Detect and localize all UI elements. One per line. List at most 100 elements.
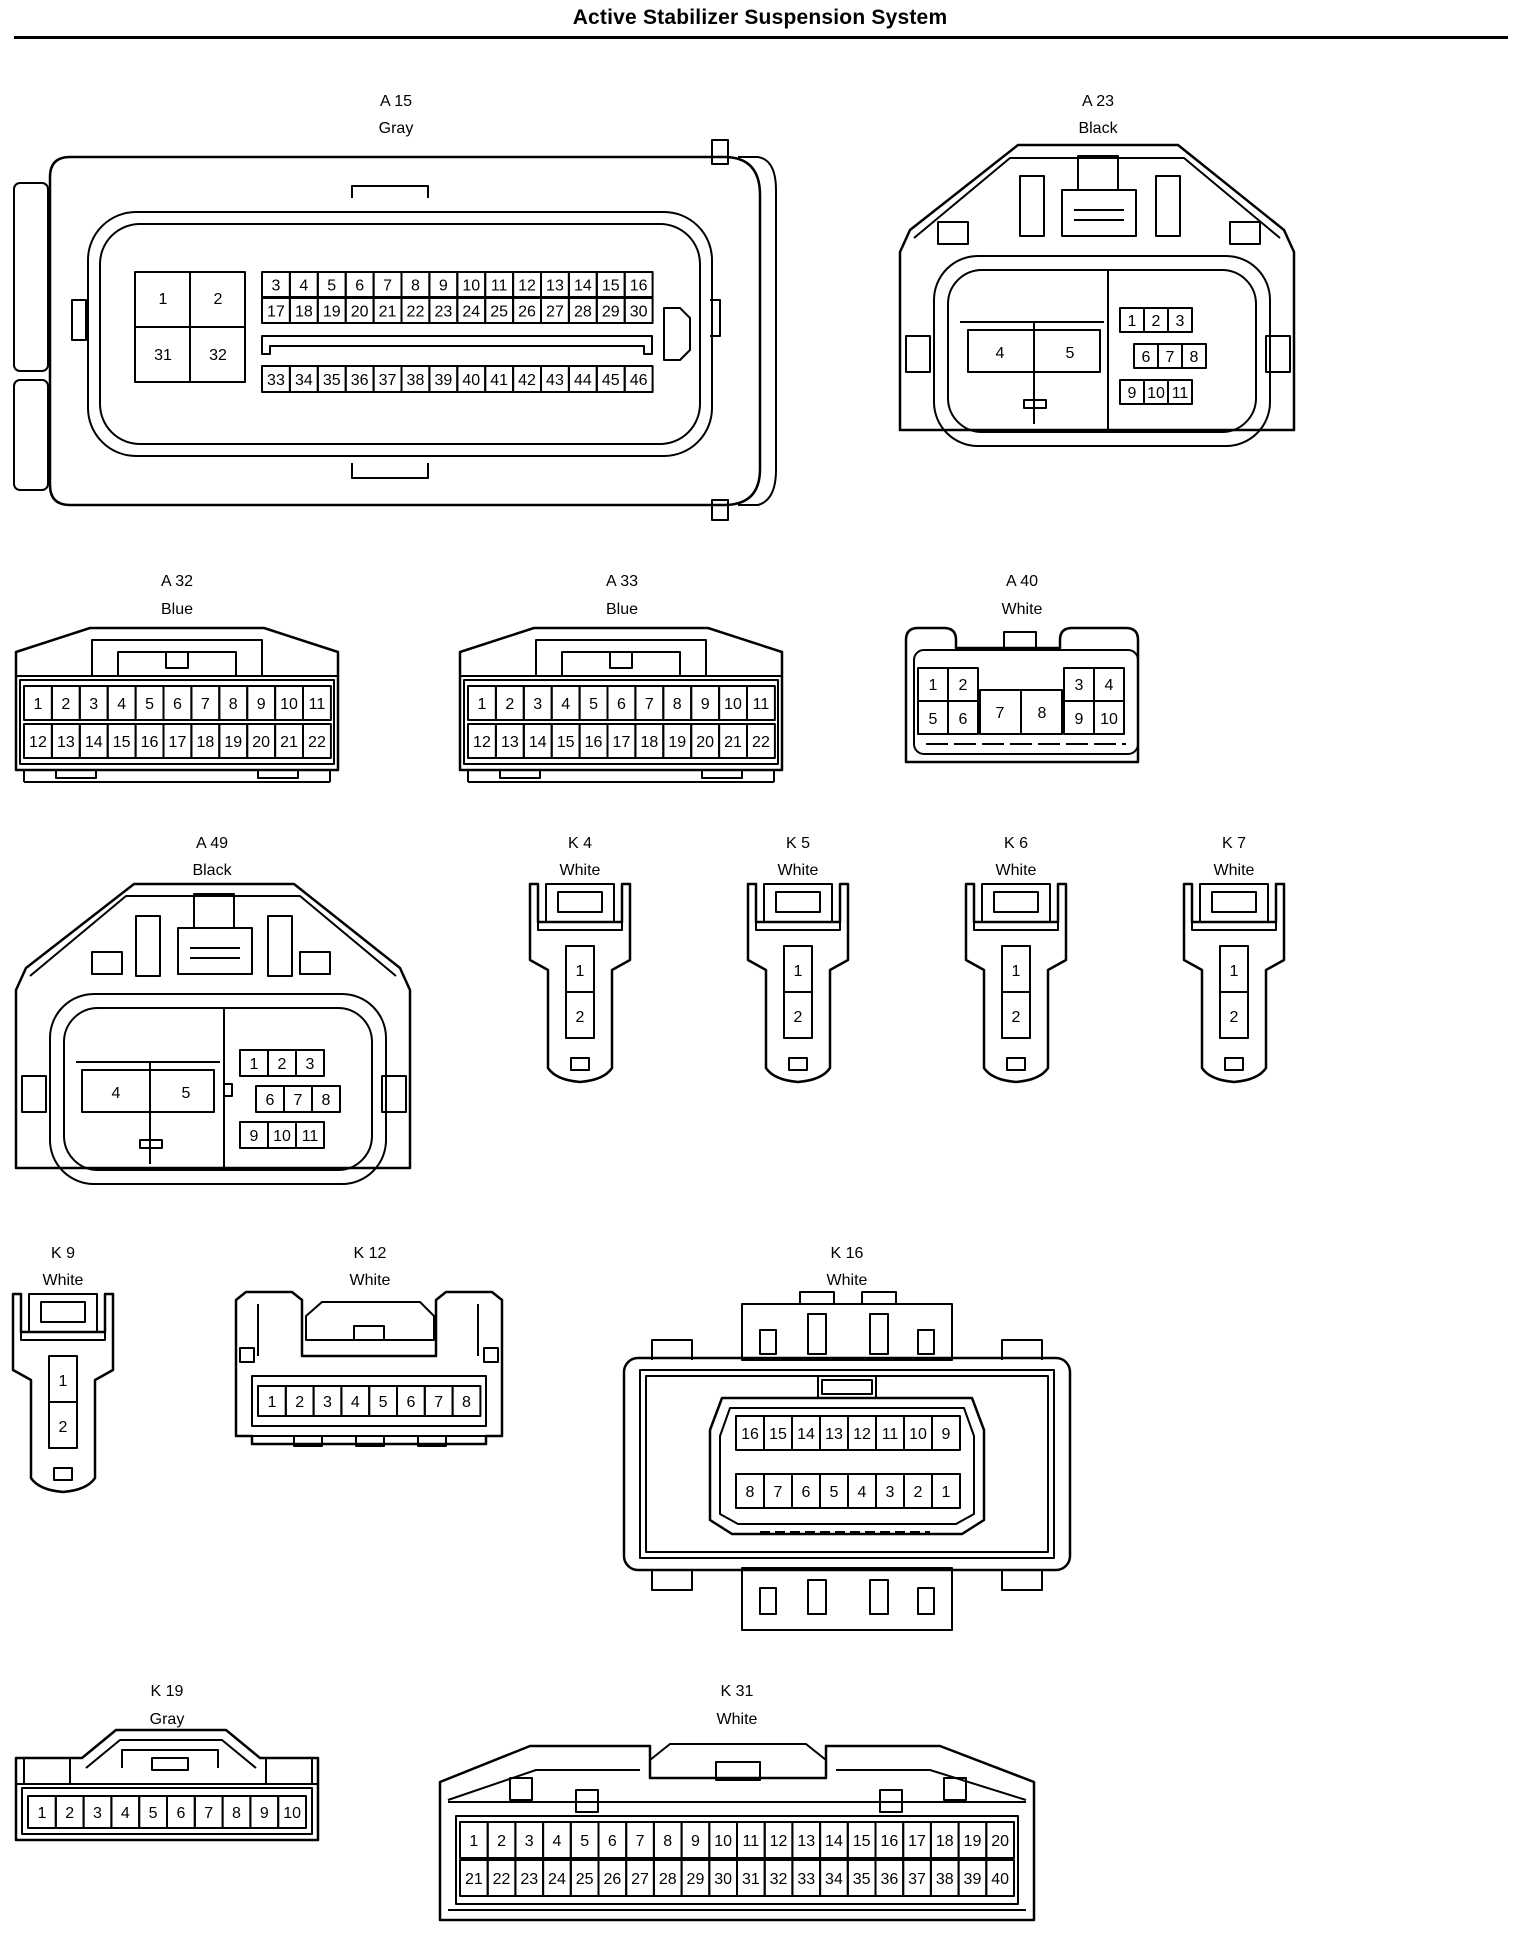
latch-window	[775, 891, 821, 913]
pin-label: 1	[1012, 963, 1021, 980]
pin-cell: 9	[1119, 379, 1145, 405]
pin-label: 6	[266, 1092, 275, 1109]
pin-label: 7	[201, 696, 210, 713]
pin-label: 10	[280, 696, 298, 713]
pin-label: 20	[252, 734, 270, 751]
pin-label: 6	[608, 1833, 617, 1850]
pin-label: 6	[959, 711, 968, 728]
connector-K9: K 9 White 1 2	[11, 1245, 115, 1494]
pin-label: 7	[645, 696, 654, 713]
pin-label: 8	[746, 1484, 755, 1501]
pin-label: 40	[991, 1871, 1009, 1888]
pin-label: 10	[1100, 711, 1118, 728]
pin-label: 9	[439, 278, 448, 295]
pin-cell: 16	[578, 723, 609, 759]
pin-label: 14	[529, 734, 547, 751]
pin-label: 9	[942, 1426, 951, 1443]
pin-cell: 25	[484, 297, 515, 324]
pin-cell: 10	[903, 1415, 933, 1451]
connector-body	[1182, 882, 1286, 1084]
pin-label: 33	[797, 1871, 815, 1888]
pin-label: 19	[668, 734, 686, 751]
pin-cell: 7	[423, 1385, 454, 1417]
connector-color: Blue	[606, 601, 638, 618]
pin-label: 2	[794, 1009, 803, 1026]
pin-label: 22	[493, 1871, 511, 1888]
pin-label: 4	[299, 278, 308, 295]
pin-label: 7	[636, 1833, 645, 1850]
connector-color: Blue	[161, 601, 193, 618]
pin-label: 3	[323, 1394, 332, 1411]
pin-label: 22	[752, 734, 770, 751]
pin-cell: 3	[295, 1049, 325, 1077]
pin-label: 1	[1128, 313, 1137, 330]
pin-cell: 27	[540, 297, 570, 324]
pin-label: 5	[830, 1484, 839, 1501]
connector-color: White	[717, 1711, 758, 1728]
connector-K7: K 7 White 1 2	[1182, 835, 1286, 1084]
pin-cell: 13	[791, 1821, 822, 1859]
pin-cell: 15	[550, 723, 581, 759]
connector-housing	[1182, 882, 1286, 1084]
pin-label: 3	[525, 1833, 534, 1850]
pin-cavity	[1167, 379, 1193, 405]
pin-label: 9	[1128, 385, 1137, 402]
pin-cell: 5	[569, 1821, 600, 1859]
pin-cell: 15	[846, 1821, 877, 1859]
pin-cavity	[931, 1415, 961, 1451]
latch-base	[20, 1332, 106, 1341]
pin-label: 12	[770, 1833, 788, 1850]
pin-cell: 29	[680, 1859, 711, 1897]
pin-cell: 15	[595, 271, 626, 298]
connector-code: K 5	[786, 835, 810, 852]
pin-cell: 1	[257, 1385, 287, 1417]
pin-label: 31	[154, 347, 172, 364]
pin-cavity	[746, 723, 776, 759]
pin-cell: 28	[652, 1859, 683, 1897]
pin-cell: 1	[239, 1049, 269, 1077]
connector-code: A 33	[606, 573, 638, 590]
pin-label: 16	[741, 1426, 759, 1443]
pin-cell: 39	[957, 1859, 988, 1897]
pin-cell: 19	[316, 297, 347, 324]
pin-label: 11	[309, 696, 326, 713]
pin-cell: 8	[221, 1795, 252, 1829]
pin-cell: 45	[595, 365, 626, 393]
pin-cell: 37	[902, 1859, 932, 1897]
pin-cell: 21	[372, 297, 403, 324]
pin-cavity	[623, 297, 654, 324]
pin-label: 21	[465, 1871, 483, 1888]
pin-label: 2	[914, 1484, 923, 1501]
pin-label: 1	[942, 1484, 951, 1501]
pin-label: 2	[59, 1419, 68, 1436]
connector-body	[964, 882, 1068, 1084]
pin-cell: 6	[597, 1821, 628, 1859]
connector-color: White	[43, 1272, 84, 1289]
pin-cell: 10	[274, 685, 305, 721]
pin-label: 4	[552, 1833, 561, 1850]
pin-cell: 40	[985, 1859, 1015, 1897]
pin-label: 25	[576, 1871, 594, 1888]
pin-label: 15	[853, 1833, 871, 1850]
pin-cavity	[623, 365, 654, 393]
pin-cell: 11	[302, 685, 332, 721]
pin-cavity	[302, 685, 332, 721]
pin-label: 2	[295, 1394, 304, 1411]
pin-cell: 21	[718, 723, 748, 759]
pin-cell: 19	[957, 1821, 988, 1859]
pin-cell: 35	[316, 365, 347, 393]
pin-cell: 10	[708, 1821, 738, 1859]
pin-label: 8	[1190, 349, 1199, 366]
pin-label: 34	[825, 1871, 843, 1888]
pin-label: 6	[802, 1484, 811, 1501]
pin-cell: 8	[652, 1821, 683, 1859]
pin-label: 11	[302, 1128, 319, 1145]
pin-cell: 8	[311, 1085, 341, 1113]
pin-label: 15	[113, 734, 131, 751]
pin-cavity	[295, 1121, 325, 1149]
pin-label: 32	[770, 1871, 788, 1888]
pin-cell: 14	[522, 723, 553, 759]
